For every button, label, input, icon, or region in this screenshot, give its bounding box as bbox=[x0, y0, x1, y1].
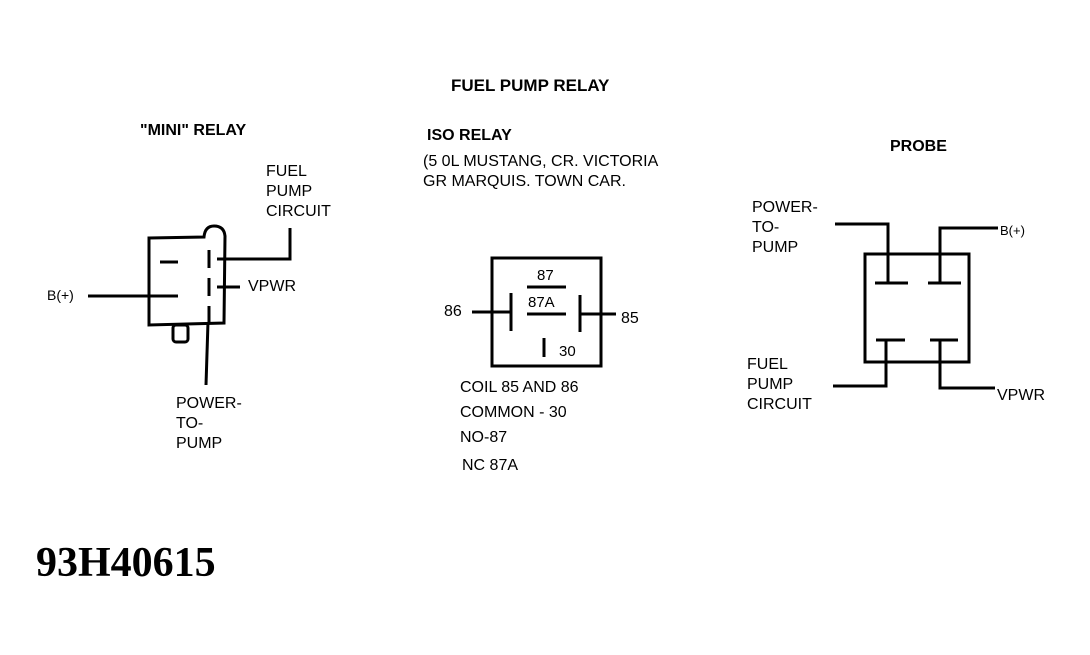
mini-label-b-plus: B(+) bbox=[47, 287, 74, 303]
wire-power-to-pump bbox=[204, 321, 210, 386]
probe-label-pump: PUMP bbox=[752, 239, 799, 256]
iso-terminal-87: 87 bbox=[537, 267, 554, 284]
wire-probe-vpwr bbox=[938, 340, 995, 390]
probe-label-circuit: CIRCUIT bbox=[747, 396, 812, 413]
mini-label-fuel: FUEL bbox=[266, 163, 307, 180]
iso-legend-no: NO-87 bbox=[460, 429, 508, 446]
figure-id: 93H40615 bbox=[36, 540, 216, 586]
iso-legend-coil: COIL 85 AND 86 bbox=[460, 379, 579, 396]
probe-label-power: POWER- bbox=[752, 199, 818, 216]
iso-terminal-86: 86 bbox=[444, 303, 462, 320]
iso-relay-drawing bbox=[472, 256, 616, 368]
probe-relay-housing bbox=[863, 252, 971, 364]
mini-label-circuit: CIRCUIT bbox=[266, 203, 331, 220]
iso-relay-heading: ISO RELAY bbox=[427, 127, 512, 144]
iso-relay-applications-line2: GR MARQUIS. TOWN CAR. bbox=[423, 173, 626, 190]
mini-label-pump2: PUMP bbox=[176, 435, 223, 452]
mini-label-vpwr: VPWR bbox=[248, 278, 296, 295]
probe-heading: PROBE bbox=[890, 138, 947, 155]
probe-label-to: TO- bbox=[752, 219, 780, 236]
wire-probe-b-plus bbox=[938, 226, 998, 283]
mini-relay-drawing bbox=[88, 224, 292, 386]
wire-fuel-pump-circuit bbox=[217, 228, 292, 261]
probe-label-b-plus: B(+) bbox=[1000, 223, 1025, 238]
mini-label-pump: PUMP bbox=[266, 183, 313, 200]
mini-relay-tab bbox=[171, 323, 190, 344]
iso-terminal-30: 30 bbox=[559, 343, 576, 360]
iso-relay-applications-line1: (5 0L MUSTANG, CR. VICTORIA bbox=[423, 153, 659, 170]
mini-label-to: TO- bbox=[176, 415, 204, 432]
iso-legend-common: COMMON - 30 bbox=[460, 404, 567, 421]
iso-terminal-85: 85 bbox=[621, 310, 639, 327]
mini-relay-heading: "MINI" RELAY bbox=[140, 122, 247, 139]
wire-probe-power-to-pump bbox=[835, 222, 890, 283]
probe-label-fuel: FUEL bbox=[747, 356, 788, 373]
probe-label-vpwr: VPWR bbox=[997, 387, 1045, 404]
wire-probe-fuel-pump-circuit bbox=[833, 340, 888, 388]
mini-relay-housing bbox=[147, 224, 227, 327]
probe-relay-drawing bbox=[833, 222, 998, 390]
iso-legend-nc: NC 87A bbox=[462, 457, 519, 474]
page-title: FUEL PUMP RELAY bbox=[451, 76, 610, 95]
probe-label-pump2: PUMP bbox=[747, 376, 794, 393]
mini-label-power: POWER- bbox=[176, 395, 242, 412]
iso-terminal-87a: 87A bbox=[528, 294, 555, 311]
